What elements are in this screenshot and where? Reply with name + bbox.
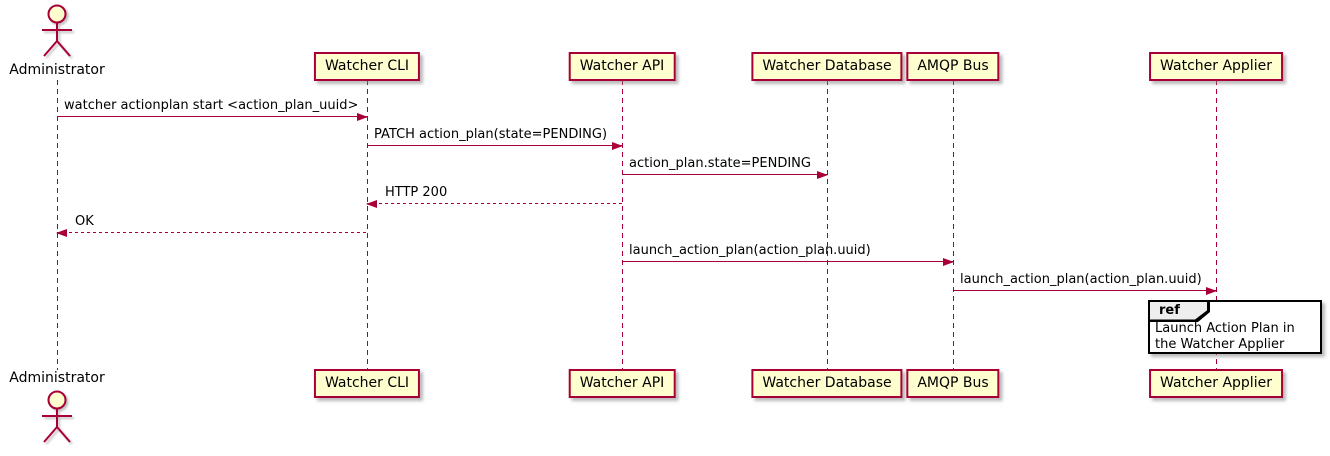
participant-watcher-database-bottom: Watcher Database: [751, 369, 903, 398]
message-label: HTTP 200: [385, 185, 448, 200]
participant-watcher-api: Watcher API: [568, 52, 676, 81]
message-launch-action-plan-applier: launch_action_plan(action_plan.uuid): [953, 270, 1217, 295]
arrowhead-left-icon: [56, 229, 67, 237]
lifeline-administrator: [57, 80, 58, 370]
ref-tab: ref: [1150, 302, 1210, 322]
ref-tab-label: ref: [1150, 302, 1207, 320]
message-label: PATCH action_plan(state=PENDING): [374, 127, 608, 142]
lifeline-amqp-bus: [953, 80, 954, 370]
ref-text: Launch Action Plan in the Watcher Applie…: [1155, 321, 1295, 352]
message-launch-action-plan-amqp: launch_action_plan(action_plan.uuid): [622, 241, 954, 266]
participant-amqp-bus-bottom: AMQP Bus: [906, 369, 1000, 398]
participant-watcher-database: Watcher Database: [751, 52, 903, 81]
message-ok: OK: [56, 212, 367, 237]
arrowhead-right-icon: [357, 113, 368, 121]
message-db-state-pending: action_plan.state=PENDING: [622, 154, 828, 179]
participant-watcher-cli-bottom: Watcher CLI: [313, 369, 421, 398]
actor-icon: [35, 3, 79, 63]
arrowhead-right-icon: [612, 142, 623, 150]
actor-label: Administrator: [9, 62, 105, 78]
message-line: [57, 232, 367, 233]
ref-fragment: ref Launch Action Plan in the Watcher Ap…: [1148, 300, 1322, 354]
arrowhead-right-icon: [817, 171, 828, 179]
message-line: [622, 174, 827, 175]
lifeline-watcher-applier: [1216, 80, 1217, 370]
message-http-200: HTTP 200: [366, 183, 622, 208]
lifeline-watcher-database: [827, 80, 828, 370]
participant-watcher-api-bottom: Watcher API: [568, 369, 676, 398]
arrowhead-left-icon: [366, 200, 377, 208]
message-label: OK: [75, 214, 94, 229]
lifeline-watcher-cli: [367, 80, 368, 370]
message-line: [622, 261, 953, 262]
message-label: launch_action_plan(action_plan.uuid): [629, 243, 871, 258]
message-label: launch_action_plan(action_plan.uuid): [960, 272, 1202, 287]
message-label: action_plan.state=PENDING: [629, 156, 811, 171]
actor-icon-bottom: [35, 389, 79, 449]
message-label: watcher actionplan start <action_plan_uu…: [64, 98, 359, 113]
arrowhead-right-icon: [1206, 287, 1217, 295]
message-start-actionplan: watcher actionplan start <action_plan_uu…: [57, 96, 368, 121]
participant-watcher-applier-bottom: Watcher Applier: [1149, 369, 1283, 398]
arrowhead-right-icon: [943, 258, 954, 266]
message-line: [953, 290, 1216, 291]
message-line: [367, 203, 622, 204]
participant-watcher-cli: Watcher CLI: [313, 52, 421, 81]
actor-label-bottom: Administrator: [9, 370, 105, 386]
message-patch-action-plan: PATCH action_plan(state=PENDING): [367, 125, 623, 150]
participant-watcher-applier: Watcher Applier: [1149, 52, 1283, 81]
participant-amqp-bus: AMQP Bus: [906, 52, 1000, 81]
message-line: [367, 145, 622, 146]
lifeline-watcher-api: [622, 80, 623, 370]
message-line: [57, 116, 367, 117]
